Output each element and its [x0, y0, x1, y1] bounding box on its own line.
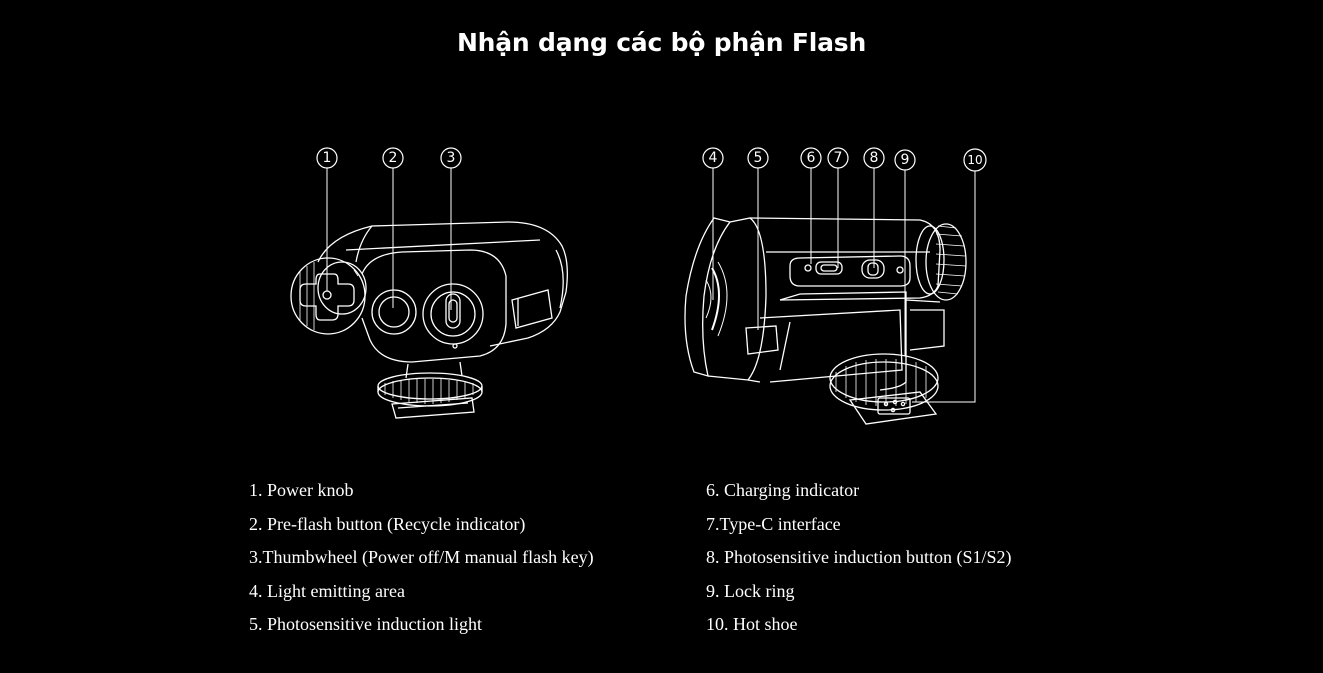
- back-hot-shoe: [848, 391, 938, 425]
- parts-legend-right: 6. Charging indicator 7.Type-C interface…: [706, 474, 1012, 642]
- flash-back-view: [684, 168, 976, 425]
- front-pre-flash-button: [371, 289, 417, 335]
- svg-text:4: 4: [709, 150, 718, 166]
- legend-item: 4. Light emitting area: [249, 580, 405, 601]
- back-photosensitive-light: [745, 325, 779, 355]
- svg-text:10: 10: [967, 153, 982, 167]
- page-title: Nhận dạng các bộ phận Flash: [456, 28, 867, 57]
- front-lock-ring: [377, 372, 483, 407]
- back-leaders: [712, 168, 976, 403]
- front-callout-2: 2: [382, 147, 404, 169]
- legend-item: 1. Power knob: [249, 480, 354, 500]
- back-ports: [789, 255, 911, 287]
- back-callout-9: 9: [894, 149, 916, 171]
- back-zoom-ring: [915, 223, 967, 301]
- legend-item: 9. Lock ring: [706, 580, 795, 601]
- legend-item: 2. Pre-flash button (Recycle indicator): [249, 513, 526, 534]
- back-callout-4: 4: [702, 147, 724, 169]
- front-thumbwheel: [422, 283, 484, 349]
- back-lock-ring: [829, 353, 939, 411]
- svg-text:9: 9: [901, 152, 910, 168]
- front-body: [317, 221, 568, 363]
- back-callout-5: 5: [747, 147, 769, 169]
- svg-text:5: 5: [754, 150, 763, 166]
- svg-text:7: 7: [834, 150, 843, 166]
- front-callout-1: 1: [316, 147, 338, 169]
- back-light-emitting-area: [684, 217, 767, 381]
- front-callout-3: 3: [440, 147, 462, 169]
- legend-item: 5. Photosensitive induction light: [249, 614, 482, 634]
- legend-item: 8. Photosensitive induction button (S1/S…: [706, 547, 1012, 567]
- back-callout-10: 10: [963, 148, 987, 172]
- legend-item: 3.Thumbwheel (Power off/M manual flash k…: [249, 547, 594, 567]
- front-leaders: [326, 168, 452, 310]
- legend-item: 10. Hot shoe: [706, 614, 798, 634]
- front-stem: [405, 361, 463, 379]
- svg-text:6: 6: [807, 150, 816, 166]
- back-body: [747, 217, 945, 391]
- legend-item: 6. Charging indicator: [706, 480, 860, 500]
- front-power-knob: [290, 257, 367, 335]
- back-callout-7: 7: [827, 147, 849, 169]
- flash-front-view: [290, 168, 568, 419]
- back-callout-8: 8: [863, 147, 885, 169]
- svg-text:2: 2: [389, 150, 398, 166]
- svg-text:3: 3: [447, 150, 456, 166]
- parts-legend-left: 1. Power knob 2. Pre-flash button (Recyc…: [249, 474, 594, 642]
- svg-text:1: 1: [323, 150, 332, 166]
- svg-text:8: 8: [870, 150, 879, 166]
- back-callout-6: 6: [800, 147, 822, 169]
- legend-item: 7.Type-C interface: [706, 513, 841, 534]
